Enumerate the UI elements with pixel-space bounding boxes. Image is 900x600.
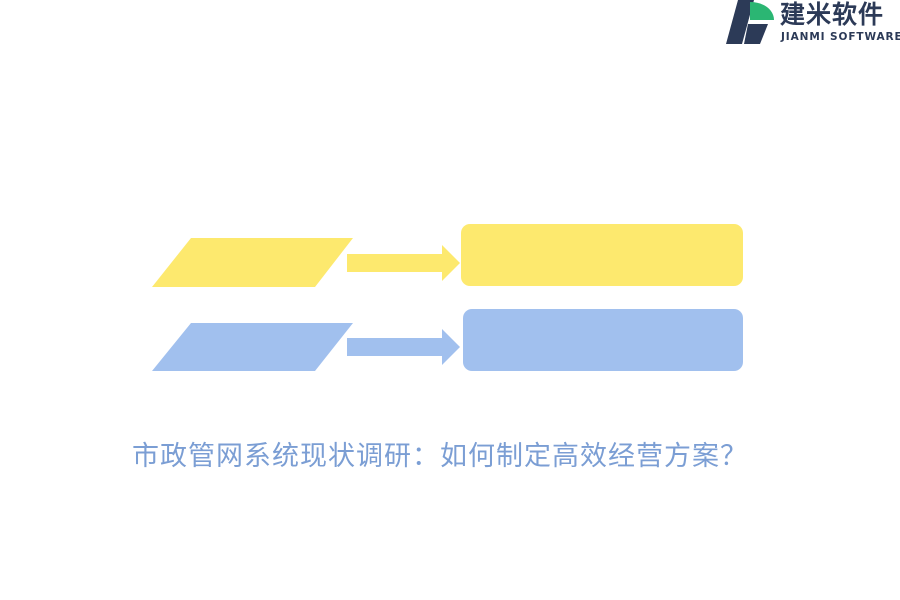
logo-name-en: JIANMI SOFTWARE xyxy=(781,31,900,43)
yellow-parallelogram xyxy=(152,238,353,287)
brand-logo: 建米软件 JIANMI SOFTWARE xyxy=(724,0,900,48)
page-title: 市政管网系统现状调研：如何制定高效经营方案？ xyxy=(132,441,748,472)
yellow-rounded-box xyxy=(461,224,743,286)
blue-arrow-icon xyxy=(347,329,460,365)
blue-rounded-box xyxy=(463,309,743,371)
jianmi-logo-icon xyxy=(726,0,774,44)
logo-name-cn: 建米软件 xyxy=(780,0,885,29)
blue-parallelogram xyxy=(152,323,353,371)
yellow-arrow-icon xyxy=(347,245,460,281)
